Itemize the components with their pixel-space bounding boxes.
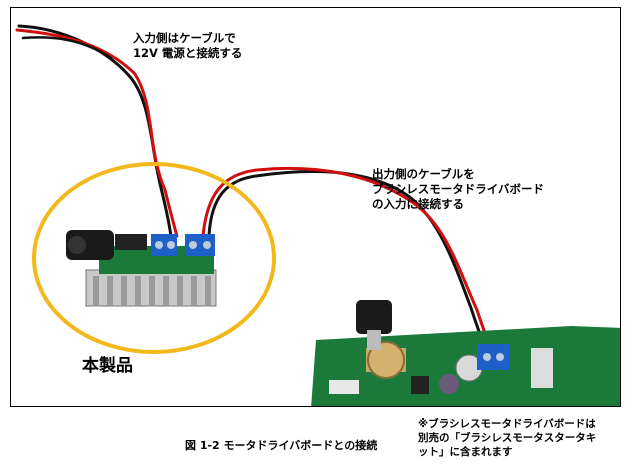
- input-annotation-line-2: 12V 電源と接続する: [133, 46, 243, 60]
- motor-driver-module: [66, 230, 217, 307]
- input-annotation-line-1: 入力側はケーブルで: [133, 31, 236, 45]
- output-annotation-line-3: の入力に接続する: [372, 197, 464, 211]
- footnote-line-2: 別売の「ブラシレスモータスタータキ: [418, 432, 597, 444]
- connection-photo: [15, 24, 620, 406]
- output-annotation-line-2: ブラシレスモータドライバボード: [372, 182, 545, 196]
- highlight-ellipse: [32, 162, 276, 354]
- output-annotation-line-1: 出力側のケーブルを: [372, 167, 475, 181]
- brushless-driver-board: [311, 300, 620, 406]
- input-cable: [15, 24, 179, 238]
- footnote-line-3: ット」に含まれます: [418, 446, 513, 458]
- footnote: ※ブラシレスモータドライバボードは 別売の「ブラシレスモータスタータキ ット」に…: [418, 417, 596, 459]
- output-cable: [201, 166, 495, 352]
- product-label: 本製品: [82, 356, 133, 376]
- output-side-annotation: 出力側のケーブルを ブラシレスモータドライバボード の入力に接続する: [372, 167, 544, 212]
- footnote-line-1: ※ブラシレスモータドライバボードは: [418, 418, 596, 430]
- figure-caption: 図 1-2 モータドライバボードとの接続: [185, 439, 378, 452]
- input-side-annotation: 入力側はケーブルで 12V 電源と接続する: [133, 31, 242, 61]
- photo-frame: 入力側はケーブルで 12V 電源と接続する 出力側のケーブルを ブラシレスモータ…: [10, 7, 621, 407]
